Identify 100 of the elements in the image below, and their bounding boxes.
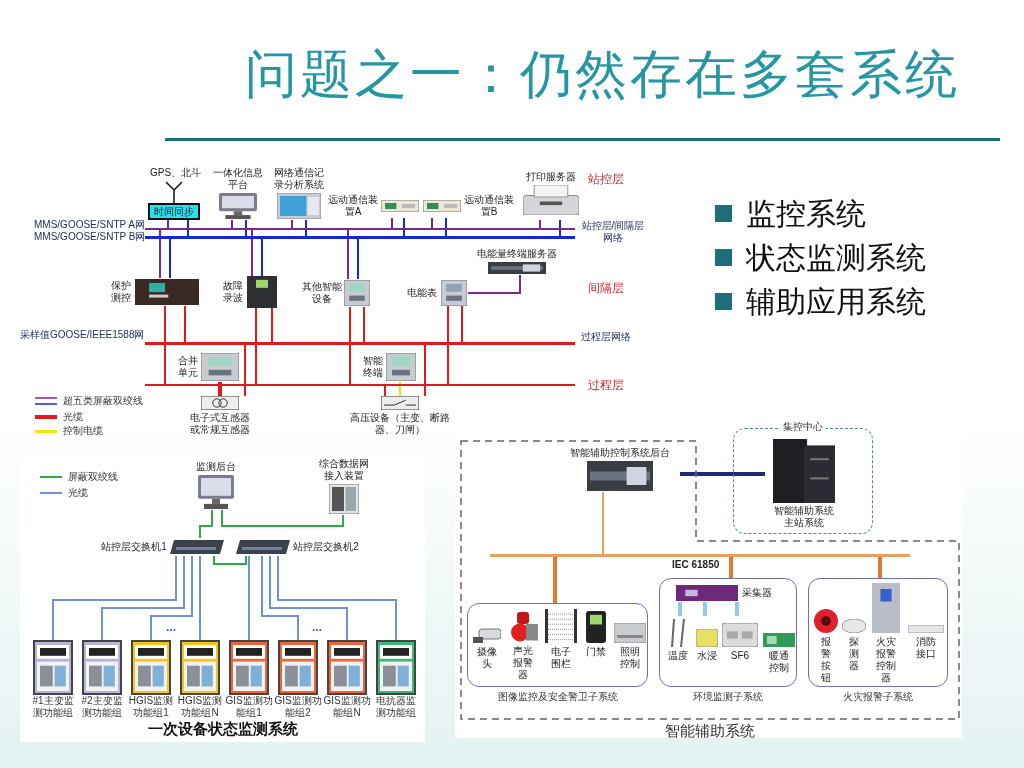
cable-line [703,602,707,616]
text-label: 站控层/间隔层网络 [580,220,646,244]
cable-line [539,219,541,229]
cable-line [447,305,449,385]
bullet-text: 状态监测系统 [746,241,926,274]
cable-line [678,602,682,616]
cable-line [602,491,604,555]
text-label: 过程层网络 [581,331,631,343]
text-label: ... [312,620,322,635]
device-label: 温度 [667,650,689,662]
cable-line [261,238,263,277]
device-label: SF6 [729,650,751,662]
cable-line [167,219,169,229]
cable-line [680,472,765,476]
text-label: MMS/GOOSE/SNTP B网 [34,231,146,243]
device-label: 电能表 [406,287,438,299]
cable-line [363,306,365,343]
device-label: 火灾报警控制器 [875,636,897,684]
legend-text: 光缆 [68,486,88,500]
device-label: 网络通信记录分析系统 [274,167,324,191]
cable-line [461,305,463,343]
cable-line [164,305,166,385]
cable-line [467,274,521,294]
cable-line [729,557,733,578]
text-label: MMS/GOOSE/SNTP A网 [34,219,145,231]
group-label: GIS监测功能组1 [225,695,273,719]
device-label: 保护测控 [110,280,132,304]
device-label: 智能终端 [362,355,384,379]
device-label: 采集器 [741,587,773,599]
group-label: GIS监测功能组2 [274,695,322,719]
cable-line [213,555,247,565]
text-label: IEC 61850 [672,559,720,571]
panel-background [20,455,425,742]
device-label: 摄像头 [476,646,498,670]
subsystem-label: 图像监控及安全警卫子系统 [496,691,619,703]
cable-line [735,602,739,616]
cable-line [269,555,348,641]
cable-line [184,305,186,343]
device-label: 智能辅助系统主站系统 [773,505,835,529]
cable-line [101,555,185,641]
text-label: ... [166,620,176,635]
device-label: 报警按钮 [820,636,832,684]
slide-title: 问题之一：仍然存在多套系统 [245,44,960,105]
cable-line [199,509,213,539]
time-sync-box: 时间同步 [148,203,200,220]
device-label: 电子围栏 [550,646,572,670]
device-label: 消防接口 [915,636,937,660]
device-label: 打印服务器 [525,171,577,183]
cable-line [159,229,161,279]
text-label: 站控层 [588,172,624,187]
device-label: 一体化信息平台 [213,167,263,191]
group-label: #2主变监测功能组 [80,695,124,719]
group-label: HGIS监测功能组N [176,695,224,719]
legend-text: 光缆 [63,410,83,424]
text-label: 采样值GOOSE/IEEE1588网 [20,329,145,341]
cable-line [248,555,250,641]
cable-line [231,219,233,229]
text-label: 过程层 [588,378,624,393]
legend-text: 超五类屏蔽双绞线 [63,394,143,408]
cable-line [349,306,351,385]
bus-line [145,342,575,345]
device-label: 远动通信装置B [463,194,515,218]
group-label: HGIS监测功能组1 [127,695,175,719]
bus-line [145,236,575,239]
cable-line [391,217,393,229]
subsystem-label: 环境监测子系统 [692,691,764,703]
device-label: 水浸 [696,650,718,662]
bullet-text: 监控系统 [746,197,866,230]
device-label: 智能辅助控制系统后台 [569,447,671,459]
cable-line [553,557,557,603]
device-label: 声光报警器 [512,645,534,681]
device-label: 门禁 [585,646,607,658]
system-label: 智能辅助系统 [664,722,756,740]
bus-line [145,384,575,386]
device-label: 其他智能设备 [302,281,342,305]
cable-line [384,385,386,397]
cable-line [277,555,397,641]
group-label: GIS监测功能组N [323,695,371,719]
device-label: 电能量终端服务器 [476,248,558,260]
group-label: 电抗器监测功能组 [375,695,417,719]
device-label: 合并单元 [177,355,199,379]
bullet-text: 辅助应用系统 [746,285,926,318]
cable-line [52,555,177,641]
cable-line [255,307,257,385]
cable-line [431,217,433,229]
cable-line [261,555,299,641]
cable-line [169,238,171,279]
subsystem-label: 火灾报警子系统 [842,691,914,703]
cable-line [347,229,349,280]
gps-label: GPS、北斗 [150,166,202,180]
device-label: 监测后台 [195,461,237,473]
panel-caption: 一次设备状态监测系统 [146,720,299,739]
cable-line [221,509,344,527]
legend-text: 屏蔽双绞线 [68,470,118,484]
bus-line [145,228,575,230]
legend-text: 控制电缆 [63,424,103,438]
device-label: 暖通控制 [768,650,790,674]
cable-line [251,229,253,277]
device-label: 探测器 [848,636,860,672]
cable-line [150,555,193,641]
